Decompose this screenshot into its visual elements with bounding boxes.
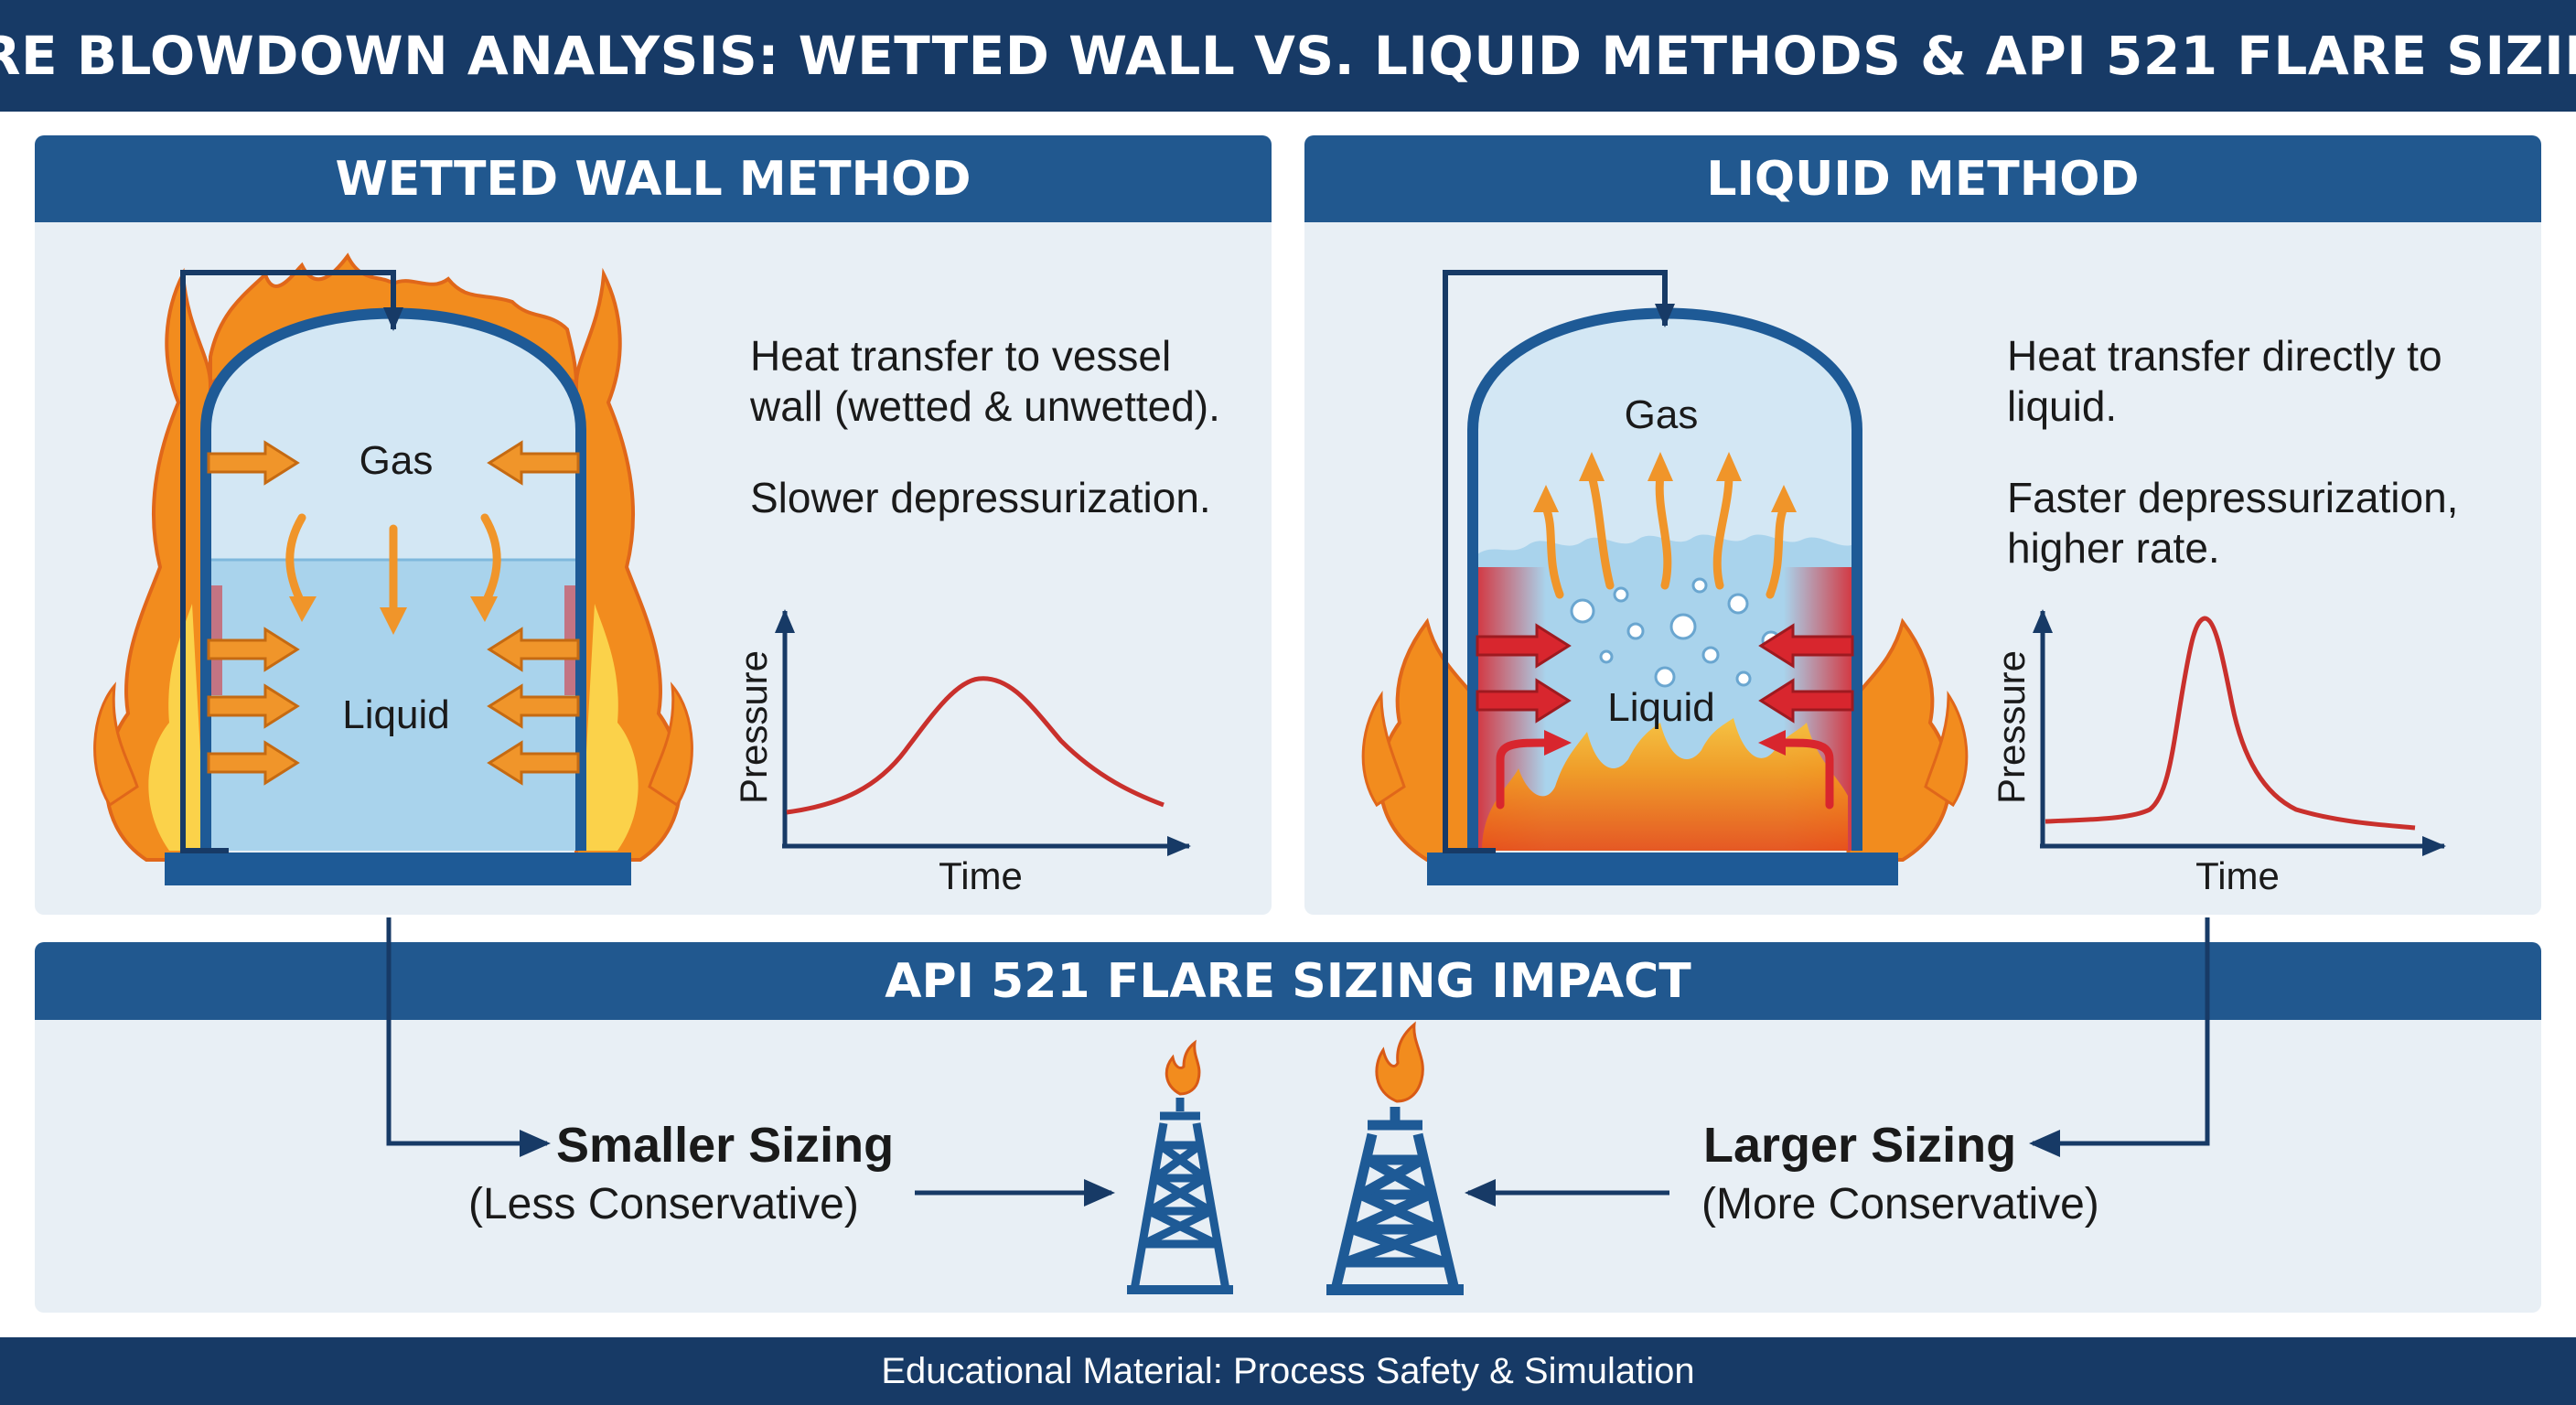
flare-tower-icon (1127, 1098, 1233, 1294)
liquid-x-axis-label: Time (2195, 854, 2280, 897)
flame-icon (1165, 1039, 1201, 1096)
flame-icon (1378, 617, 1485, 862)
wetted-x-axis-label: Time (939, 854, 1023, 897)
liquid-pressure-chart: Time Pressure (1990, 609, 2446, 897)
api-521-heading: API 521 FLARE SIZING IMPACT (885, 953, 1691, 1009)
arrow-icon (207, 627, 300, 672)
arrow-icon (487, 440, 580, 486)
wetted-desc-line1: Heat transfer to vessel (750, 332, 1171, 380)
arrow-icon (1476, 623, 1572, 669)
arrow-icon (487, 627, 580, 672)
liquid-heat-arrows (1476, 623, 1854, 724)
wetted-pressure-chart: Time Pressure (732, 609, 1191, 897)
liquid-desc-faster: Faster depressurization, (2007, 474, 2458, 521)
liquid-method-heading: LIQUID METHOD (1706, 151, 2140, 207)
api-connector-arrows (386, 917, 2210, 1207)
liquid-y-axis-label: Pressure (1990, 650, 2033, 804)
wetted-pressure-curve (786, 676, 1165, 815)
flare-tower-icon (1326, 1107, 1464, 1295)
wetted-desc-slower: Slower depressurization. (750, 474, 1211, 521)
liquid-desc-line2: liquid. (2007, 382, 2117, 430)
liquid-method-header: LIQUID METHOD (1304, 135, 2541, 222)
liquid-desc-higher: higher rate. (2007, 524, 2220, 572)
liquid-gas-label: Gas (1625, 392, 1699, 437)
flame-icon (1482, 718, 1848, 851)
footer: Educational Material: Process Safety & S… (0, 1337, 2576, 1405)
wetted-desc-line2: wall (wetted & unwetted). (749, 382, 1220, 430)
liquid-vapor-arrows (1533, 452, 1797, 599)
flame-icon (148, 604, 206, 851)
arrow-icon (1758, 678, 1854, 724)
page-title: FIRE BLOWDOWN ANALYSIS: WETTED WALL VS. … (0, 25, 2576, 87)
arrow-icon (207, 440, 300, 486)
wetted-wall-heat-arrows (207, 440, 580, 786)
liquid-pressure-curve (2045, 616, 2416, 831)
arrow-icon (1758, 623, 1854, 669)
liquid-liquid-label: Liquid (1607, 685, 1714, 730)
flame-icon (1375, 1021, 1424, 1103)
flame-icon (1924, 691, 1969, 808)
api-521-panel: API 521 FLARE SIZING IMPACT (35, 942, 2541, 1313)
liquid-method-flames (1361, 617, 1969, 862)
flame-icon (93, 681, 139, 808)
liquid-desc-line1: Heat transfer directly to (2007, 332, 2442, 380)
wetted-liquid-label: Liquid (342, 692, 449, 737)
arrow-icon (1476, 678, 1572, 724)
flame-icon (648, 681, 693, 808)
wetted-wall-header: WETTED WALL METHOD (35, 135, 1272, 222)
wetted-gas-label: Gas (360, 438, 434, 483)
flame-icon (581, 604, 639, 851)
larger-sizing-title: Larger Sizing (1703, 1118, 2016, 1173)
larger-sizing-sub: (More Conservative) (1701, 1180, 2099, 1228)
flame-icon (1361, 691, 1406, 808)
wetted-y-axis-label: Pressure (732, 650, 775, 804)
footer-text: Educational Material: Process Safety & S… (881, 1350, 1695, 1391)
arrow-icon (487, 740, 580, 786)
arrow-icon (207, 683, 300, 729)
smaller-sizing-sub: (Less Conservative) (468, 1180, 859, 1228)
title-bar: FIRE BLOWDOWN ANALYSIS: WETTED WALL VS. … (0, 0, 2576, 112)
wetted-wall-heading: WETTED WALL METHOD (335, 151, 971, 207)
arrow-icon (487, 683, 580, 729)
arrow-icon (207, 740, 300, 786)
smaller-sizing-title: Smaller Sizing (556, 1118, 894, 1173)
flame-icon (1845, 617, 1952, 862)
api-521-header: API 521 FLARE SIZING IMPACT (35, 942, 2541, 1020)
